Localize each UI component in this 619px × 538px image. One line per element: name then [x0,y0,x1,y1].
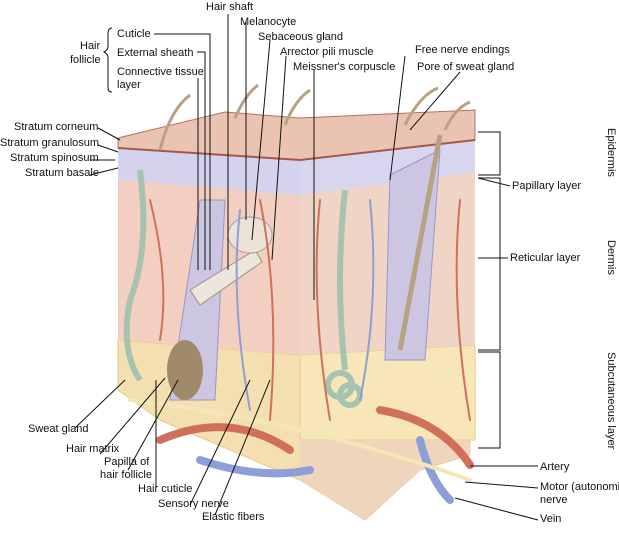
motor-nerve-label: Motor (autonomic) [540,481,619,493]
motor-nerve-label-line2: nerve [540,494,568,506]
meissner-corpuscle-label: Meissner's corpuscle [293,61,396,73]
stratum-basale-label: Stratum basale [25,167,99,179]
epidermis-label: Epidermis [605,128,617,177]
sensory-nerve-label: Sensory nerve [158,498,229,510]
cuticle-label: Cuticle [117,28,151,40]
sebaceous-gland-label: Sebaceous gland [258,31,344,43]
hair-follicle-label-line2: follicle [70,54,101,66]
arrector-pili-label: Arrector pili muscle [280,46,374,58]
vein-label: Vein [540,513,562,525]
connective-tissue-label: Connective tissue [117,66,204,78]
blood-vessels [128,199,474,504]
elastic-fibers-label: Elastic fibers [202,511,265,523]
subcutaneous-layer-label: Subcutaneous layer [605,352,617,450]
sweat-glands [123,169,363,408]
melanocyte-label: Melanocyte [240,16,297,28]
hair-matrix-label: Hair matrix [66,443,120,455]
hair-follicle-label-line1: Hair [80,40,101,52]
hair-cuticle-label: Hair cuticle [138,483,193,495]
external-sheath-label: External sheath [117,47,194,59]
connective-tissue-label-line2: layer [117,79,141,91]
papilla-label-line2: hair follicle [100,469,152,481]
leader-lines [74,14,539,521]
pore-of-sweat-gland-label: Pore of sweat gland [417,61,515,73]
sweat-gland-label: Sweat gland [28,423,89,435]
hair-follicle-label: Hair [80,40,100,53]
epidermis-side [300,140,475,195]
stratum-granulosum-label: Stratum granulosum [0,137,100,149]
artery-label: Artery [540,461,570,473]
papillary-layer-label: Papillary layer [512,180,582,192]
hair-shaft-label: Hair shaft [206,1,254,13]
dermis-label: Dermis [605,240,617,275]
epidermis-front [118,148,300,195]
reticular-layer-label: Reticular layer [510,252,581,264]
hair-follicle-bracket [102,27,113,93]
stratum-corneum-label: Stratum corneum [14,121,99,133]
stratum-spinosum-label: Stratum spinosum [10,152,99,164]
free-nerve-endings-label: Free nerve endings [415,44,510,56]
papilla-label: Papilla of [104,456,150,468]
